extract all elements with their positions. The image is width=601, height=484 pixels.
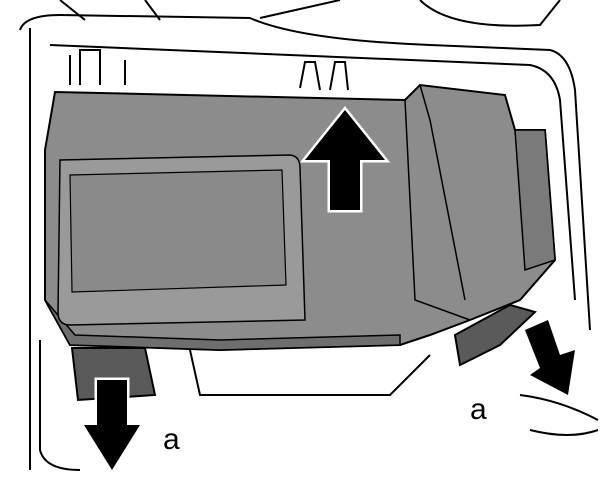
cover-front-edge <box>44 299 401 351</box>
arrow-down-right-icon <box>521 316 579 399</box>
tray-outline <box>19 0 599 471</box>
label-clip-right: a <box>470 393 487 426</box>
arrow-down-left-icon <box>79 377 145 475</box>
cover-panel-inner <box>69 169 287 293</box>
label-clip-left: a <box>163 423 180 456</box>
arrow-up-icon <box>299 105 391 213</box>
right-clip <box>453 303 537 367</box>
top-tabs <box>69 49 349 91</box>
cover-right-step <box>404 84 471 321</box>
cover-side-panel <box>514 129 556 272</box>
left-clip <box>70 347 157 402</box>
